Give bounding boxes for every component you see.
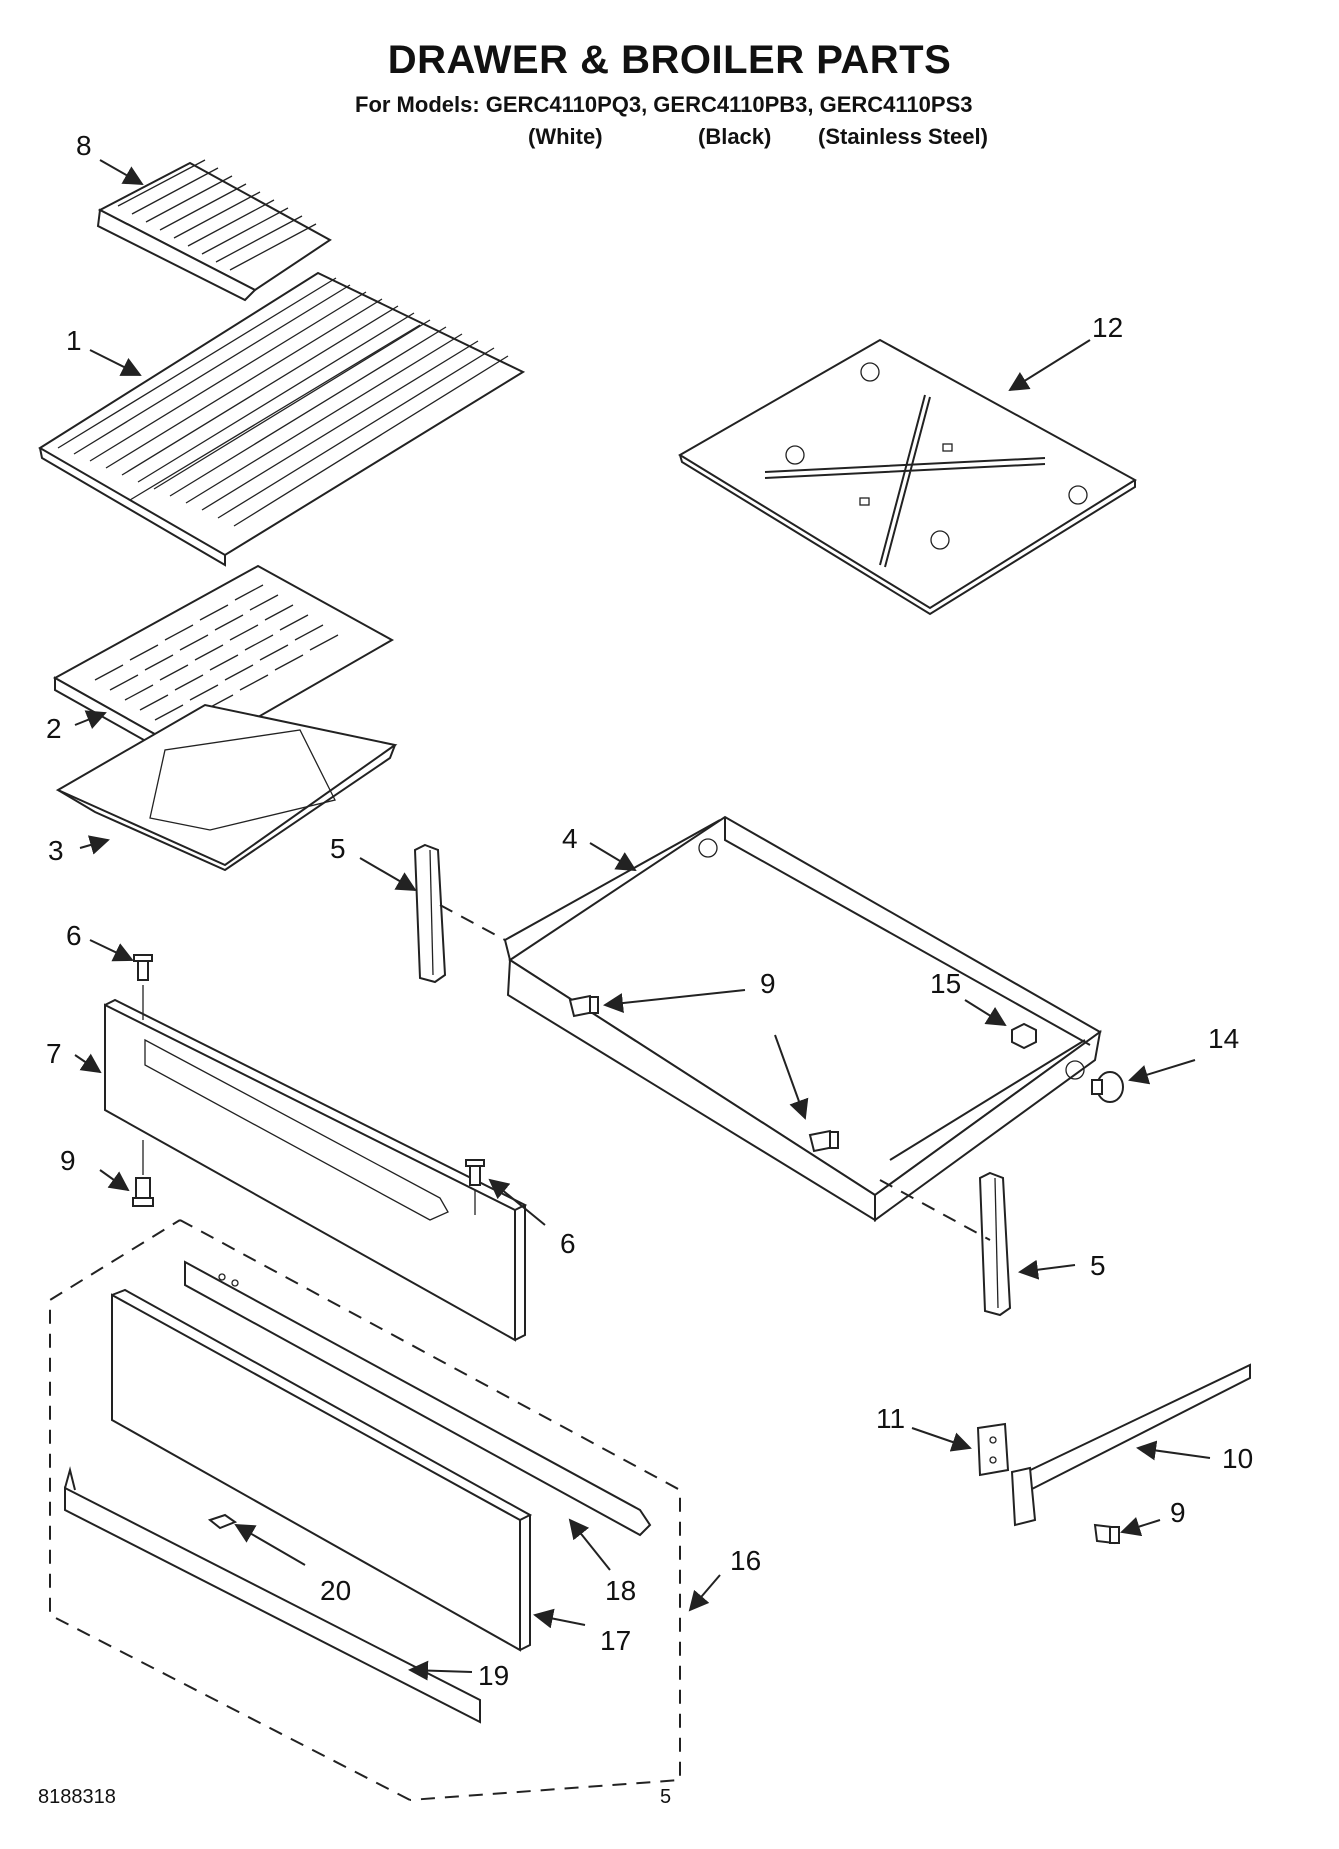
part-10-rail — [1010, 1363, 1251, 1527]
page-title: DRAWER & BROILER PARTS — [387, 38, 952, 82]
part-6-screw-right — [465, 1159, 485, 1215]
callout-11: 11 — [876, 1403, 905, 1434]
part-5-glide-right — [978, 1171, 1012, 1317]
callout-16: 16 — [730, 1545, 761, 1576]
document-number: 8188318 — [38, 1786, 116, 1808]
callout-9b: 9 — [60, 1145, 76, 1176]
callout-7: 7 — [46, 1038, 62, 1069]
callout-9c: 9 — [1170, 1497, 1186, 1528]
callout-9a: 9 — [760, 968, 776, 999]
callout-18: 18 — [605, 1575, 636, 1606]
part-5-glide-left — [413, 843, 447, 984]
callout-19: 19 — [478, 1660, 509, 1691]
finish-stainless-label: (Stainless Steel) — [818, 124, 988, 149]
callout-17: 17 — [600, 1625, 631, 1656]
callout-2: 2 — [46, 713, 62, 744]
part-3-broiler-pan — [55, 703, 398, 872]
callout-5b: 5 — [1090, 1250, 1106, 1281]
callout-10: 10 — [1222, 1443, 1253, 1474]
callout-5a: 5 — [330, 833, 346, 864]
part-12-drawer-liner — [678, 338, 1137, 616]
part-9-screw-rail — [1093, 1523, 1120, 1545]
part-14-bumper — [1091, 1071, 1124, 1103]
part-7-drawer-front — [104, 998, 528, 1342]
finish-white-label: (White) — [528, 124, 603, 149]
callout-6a: 6 — [66, 920, 82, 951]
part-8-broiler-insert — [96, 159, 332, 302]
model-list: For Models: GERC4110PQ3, GERC4110PB3, GE… — [355, 92, 973, 117]
part-9-screw-drawer-right — [808, 1129, 839, 1153]
part-9-screw-drawer-left — [568, 994, 599, 1018]
callout-8: 8 — [76, 130, 92, 161]
part-4-drawer-body — [503, 815, 1102, 1222]
callout-4: 4 — [562, 823, 578, 854]
part-6-screw-left — [133, 954, 153, 1020]
part-17-panel — [111, 1288, 533, 1652]
callout-15: 15 — [930, 968, 961, 999]
finish-black-label: (Black) — [698, 124, 772, 149]
part-9-screw-front — [132, 1140, 154, 1207]
callout-12: 12 — [1092, 312, 1123, 343]
callout-3: 3 — [48, 835, 64, 866]
part-11-bracket — [976, 1422, 1010, 1477]
callout-1: 1 — [66, 325, 82, 356]
callout-14: 14 — [1208, 1023, 1239, 1054]
part-20-badge — [207, 1513, 238, 1530]
callout-leaders — [74, 159, 1211, 1681]
part-19-bottom-trim — [64, 1466, 481, 1724]
callout-6b: 6 — [560, 1228, 576, 1259]
part-1-oven-rack — [38, 271, 526, 567]
part-16-assembly-outline — [49, 1219, 681, 1801]
page-number: 5 — [660, 1786, 672, 1808]
part-15-nut — [1011, 1022, 1037, 1050]
part-18-trim — [184, 1260, 652, 1537]
callout-20: 20 — [320, 1575, 351, 1606]
